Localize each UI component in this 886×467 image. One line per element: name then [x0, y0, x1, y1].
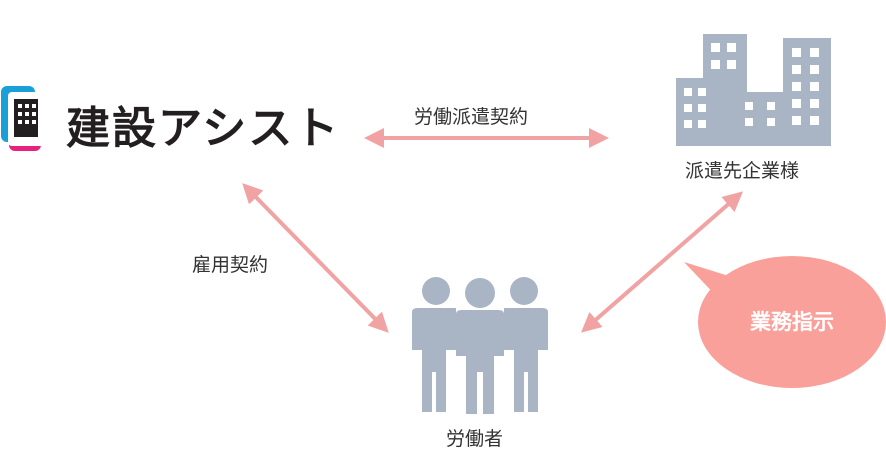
arrow-work-instruction	[580, 191, 744, 333]
label-dispatch-contract: 労働派遣契約	[414, 106, 529, 128]
buildings-icon	[676, 34, 831, 146]
label-work-instruction: 業務指示	[750, 310, 834, 334]
speech-bubble	[684, 256, 886, 388]
logo-icon	[1, 86, 44, 151]
arrow-employment-contract	[242, 183, 389, 333]
label-workers: 労働者	[446, 428, 504, 450]
label-company: 派遣先企業様	[685, 160, 800, 182]
workers-icon	[412, 277, 548, 414]
label-employment-contract: 雇用契約	[192, 254, 269, 276]
logo-wordmark: 建設アシスト	[66, 103, 341, 154]
